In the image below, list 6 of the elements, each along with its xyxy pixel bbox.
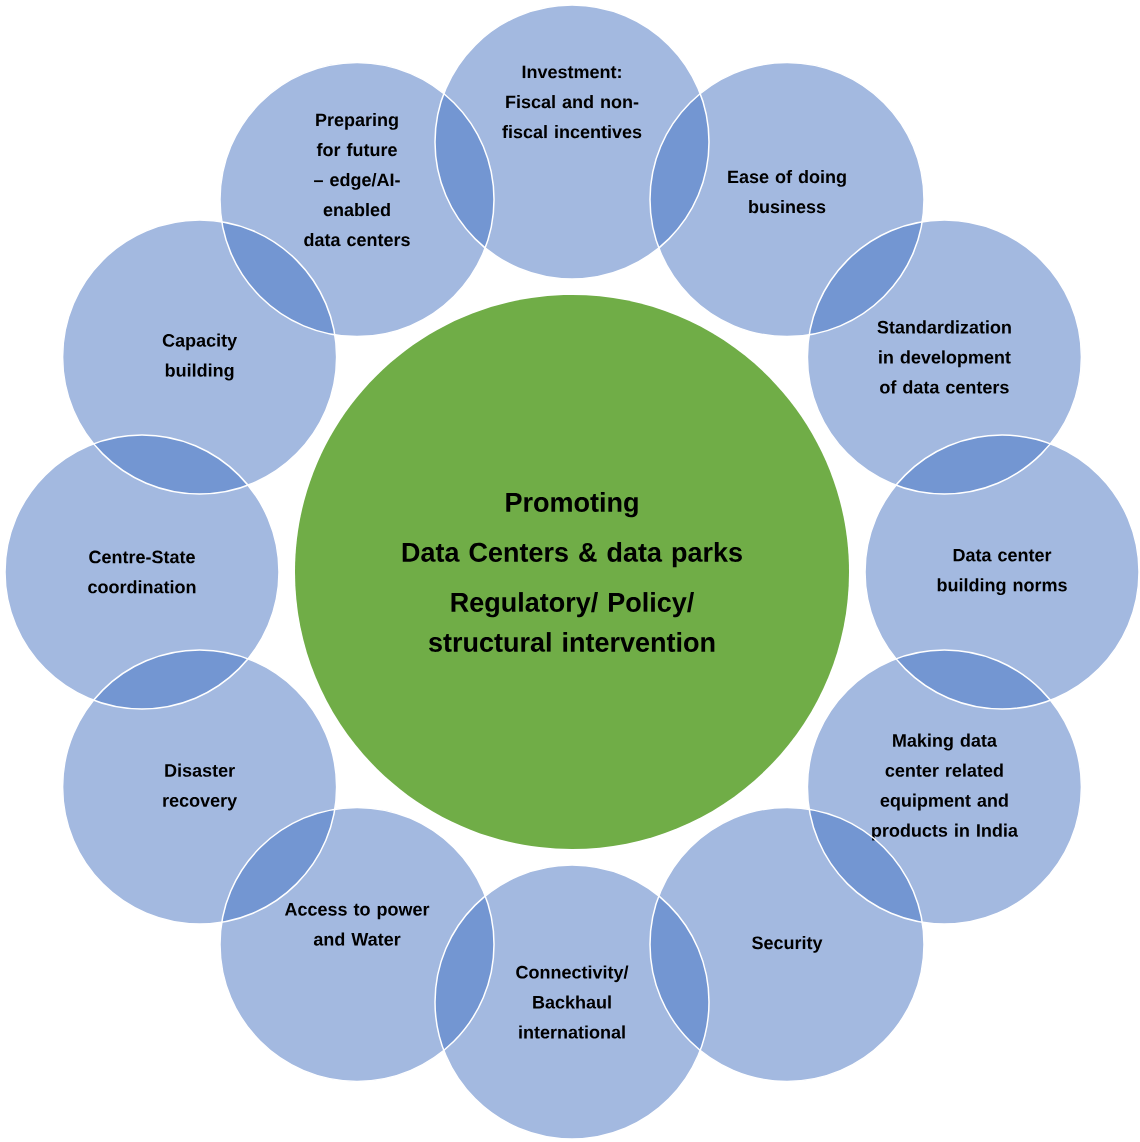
circle-node: Connectivity/ Backhaul international bbox=[434, 864, 710, 1140]
circle-node: Centre-State coordination bbox=[4, 434, 280, 710]
circle-node: Standardization in development of data centers bbox=[806, 219, 1083, 495]
circle-node: Investment: Fiscal and non-fiscal incentives bbox=[434, 4, 710, 280]
circle-node: Making data center related equipment and products in India bbox=[806, 649, 1083, 925]
circle-node: Data center building norms bbox=[864, 434, 1140, 710]
